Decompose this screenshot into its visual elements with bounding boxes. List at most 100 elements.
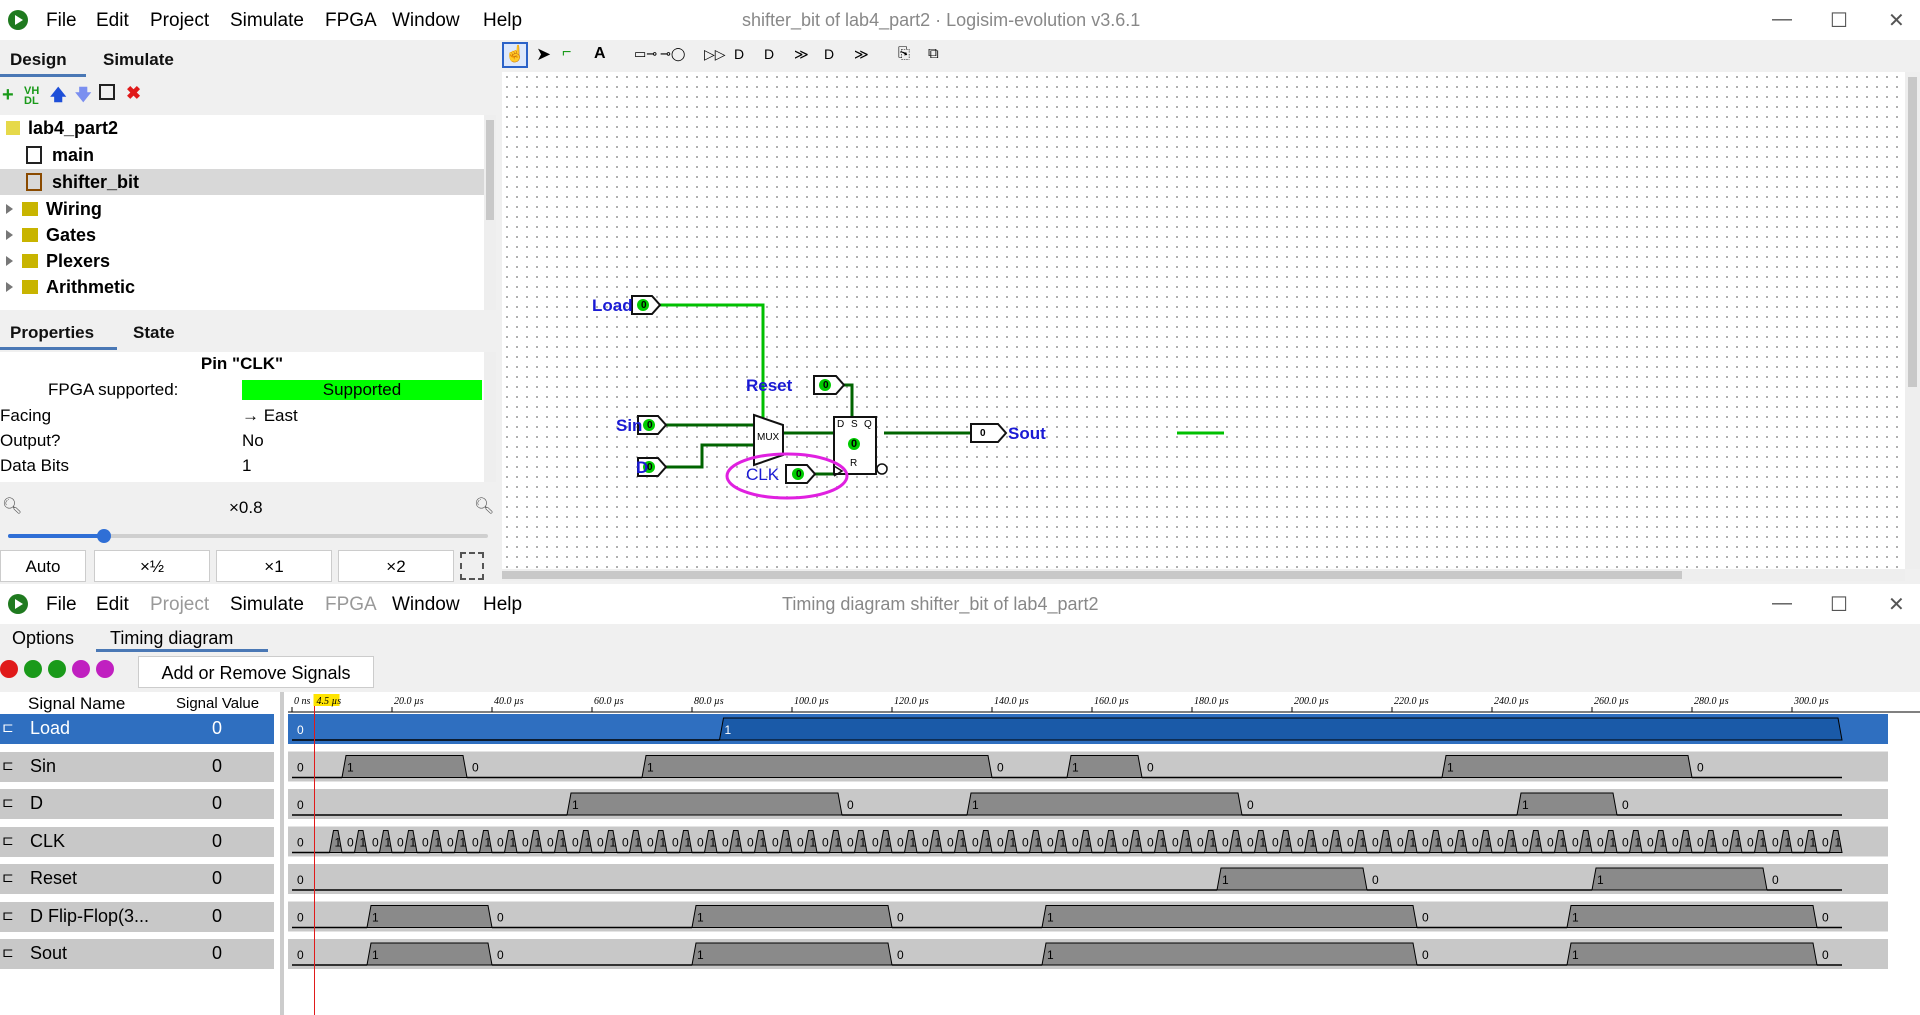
project-tree: lab4_part2 main shifter_bit Wiring Gates…	[0, 115, 496, 310]
prop-value[interactable]: No	[242, 431, 264, 450]
minimize-button[interactable]: —	[1772, 8, 1792, 30]
tree-lib-arithmetic[interactable]: Arithmetic	[6, 274, 135, 300]
canvas-vscroll[interactable]	[1905, 72, 1920, 569]
stop-recording-icon[interactable]	[0, 660, 18, 678]
tree-lib-wiring[interactable]: Wiring	[6, 196, 102, 222]
tab-options[interactable]: Options	[12, 628, 75, 648]
minimize-button[interactable]: —	[1772, 592, 1792, 614]
signal-value: 0	[212, 830, 223, 851]
zoom-in-icon[interactable]: 🔍︎	[474, 498, 495, 515]
zoom-out-icon[interactable]: 🔍︎	[2, 498, 23, 515]
or-gate-icon[interactable]: D	[764, 46, 775, 62]
expand-icon[interactable]	[6, 282, 13, 292]
tree-lib-gates[interactable]: Gates	[6, 222, 96, 248]
zoom-half-button[interactable]: ×½	[94, 550, 210, 582]
close-button[interactable]: ✕	[1888, 594, 1905, 616]
nor-gate-icon[interactable]: ≫	[854, 46, 869, 62]
output-pin-tool-icon[interactable]: ⊸◯	[660, 46, 686, 61]
expand-icon[interactable]	[6, 204, 13, 214]
reset-recording-icon[interactable]	[96, 660, 114, 678]
tree-scrollbar[interactable]	[484, 115, 496, 310]
tab-design[interactable]: Design	[10, 50, 67, 69]
canvas-hscroll[interactable]	[502, 569, 1905, 581]
close-button[interactable]: ✕	[1888, 10, 1905, 32]
canvas-vscroll-thumb[interactable]	[1908, 77, 1917, 387]
maximize-button[interactable]: ☐	[1830, 10, 1848, 32]
canvas-hscroll-thumb[interactable]	[502, 571, 1682, 579]
tree-lib-label: Plexers	[46, 250, 111, 271]
waveform-high-segment	[778, 830, 793, 853]
menu-window[interactable]: Window	[392, 10, 460, 31]
prop-row-facing[interactable]: Facing → East	[0, 406, 484, 430]
tree-circuit-shifter-bit[interactable]: shifter_bit	[0, 169, 484, 195]
zoom-slider-thumb[interactable]	[97, 529, 111, 543]
play-recording-icon[interactable]	[24, 660, 42, 678]
tree-scrollbar-thumb[interactable]	[486, 120, 494, 220]
waveform-value-label: 1	[585, 836, 592, 850]
expand-icon[interactable]	[6, 230, 13, 240]
move-up-icon[interactable]: 🡅	[50, 87, 67, 104]
xor-gate-icon[interactable]: ≫	[794, 46, 809, 62]
circuit-canvas[interactable]: Load Reset Sin D CLK Sout MUX D S Q R 0 …	[502, 72, 1905, 569]
add-circuit-icon[interactable]: +	[2, 84, 14, 106]
tab-timing-diagram[interactable]: Timing diagram	[110, 628, 234, 648]
and-gate-icon[interactable]: D	[734, 46, 745, 62]
edit-appearance-icon[interactable]	[99, 84, 115, 100]
waveform-value-label: 1	[910, 836, 917, 850]
prop-row-output[interactable]: Output? No	[0, 431, 484, 455]
wire-tool-icon[interactable]: ⌐	[562, 44, 572, 61]
properties-scrollbar[interactable]	[484, 352, 496, 482]
clear-recording-icon[interactable]	[72, 660, 90, 678]
menu-help[interactable]: Help	[483, 594, 523, 615]
tab-properties[interactable]: Properties	[10, 323, 95, 342]
delete-icon[interactable]: ✖	[126, 83, 142, 103]
buffer-gate-icon[interactable]: ▷▷	[704, 46, 726, 62]
select-tool-icon[interactable]: ➤	[536, 44, 552, 64]
maximize-button[interactable]: ☐	[1830, 594, 1848, 616]
pane-divider[interactable]	[280, 692, 284, 1015]
menu-simulate[interactable]: Simulate	[230, 594, 304, 615]
menu-help[interactable]: Help	[483, 10, 523, 31]
add-component-icon[interactable]: ⎘	[898, 45, 911, 62]
zoom-1x-button[interactable]: ×1	[216, 550, 332, 582]
tab-state[interactable]: State	[133, 323, 175, 342]
menu-edit[interactable]: Edit	[96, 594, 129, 615]
menu-simulate[interactable]: Simulate	[230, 10, 304, 31]
menu-edit[interactable]: Edit	[96, 10, 129, 31]
tab-simulate[interactable]: Simulate	[103, 50, 174, 69]
prop-value[interactable]: 1	[242, 456, 252, 475]
poke-tool-icon[interactable]: ☝	[502, 42, 528, 68]
add-subcircuit-icon[interactable]: ⧉	[928, 45, 939, 62]
zoom-fit-icon[interactable]	[460, 552, 484, 580]
zoom-2x-button[interactable]: ×2	[338, 550, 454, 582]
prop-value[interactable]: → East	[242, 406, 298, 425]
menu-file[interactable]: File	[46, 594, 77, 615]
sout-pin-shape[interactable]	[970, 423, 1008, 443]
menu-project[interactable]: Project	[150, 10, 210, 31]
step-recording-icon[interactable]	[48, 660, 66, 678]
nand-gate-icon[interactable]: D	[824, 46, 835, 62]
zoom-auto-button[interactable]: Auto	[0, 550, 86, 582]
zoom-slider[interactable]	[8, 529, 488, 543]
expand-icon[interactable]	[6, 256, 13, 266]
tree-project[interactable]: lab4_part2	[6, 115, 118, 141]
input-pin-tool-icon[interactable]: ▭⊸	[634, 46, 658, 61]
add-remove-signals-button[interactable]: Add or Remove Signals	[138, 656, 374, 688]
text-tool-icon[interactable]: A	[594, 45, 606, 62]
tree-circuit-main[interactable]: main	[26, 142, 94, 168]
menu-file[interactable]: File	[46, 10, 77, 31]
menu-fpga[interactable]: FPGA	[325, 10, 377, 31]
menu-window[interactable]: Window	[392, 594, 460, 615]
signal-row[interactable]: ⊏D Flip-Flop(3...0	[0, 901, 274, 932]
prop-row-data-bits[interactable]: Data Bits 1	[0, 456, 484, 480]
tree-lib-plexers[interactable]: Plexers	[6, 248, 110, 274]
move-down-icon[interactable]: 🡇	[75, 87, 92, 104]
